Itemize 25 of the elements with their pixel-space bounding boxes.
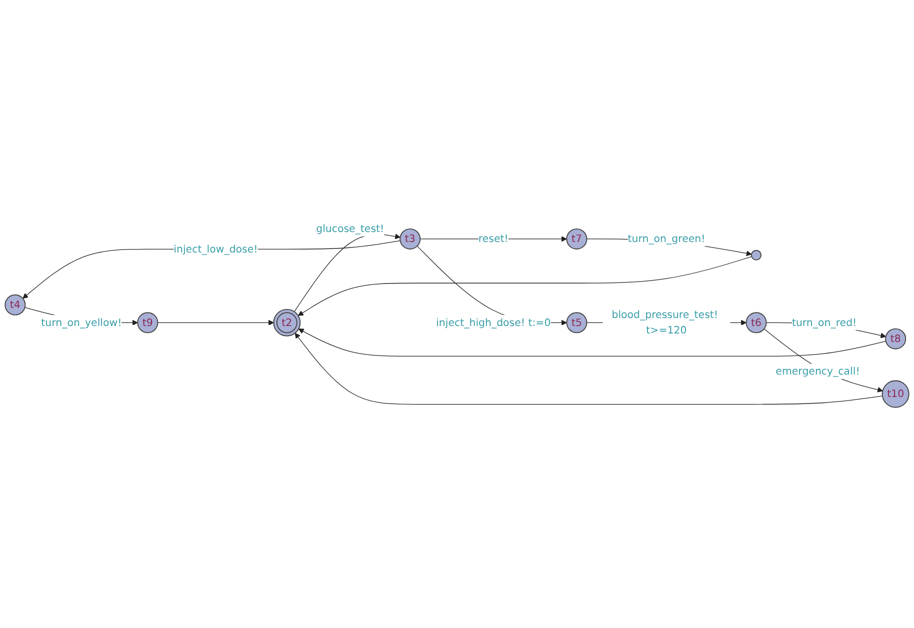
arrow	[22, 240, 401, 298]
arrow	[298, 328, 886, 356]
node-circle: t9	[137, 312, 158, 333]
edge-label: turn_on_red!	[792, 316, 857, 328]
edge-label: turn_on_yellow!	[41, 316, 122, 328]
node-circle	[750, 250, 762, 260]
node-circle: t6	[746, 312, 767, 333]
node-circle: t8	[885, 328, 906, 350]
arrow	[298, 256, 752, 316]
edge-label: glucose_test!	[316, 222, 384, 234]
node-circle: t4	[4, 294, 26, 316]
node-circle: t10	[882, 380, 910, 408]
arrow	[294, 332, 883, 404]
edge-label: reset!	[478, 232, 508, 244]
edge-label: inject_low_dose!	[174, 242, 258, 255]
node-circle: t7	[566, 228, 588, 250]
node-circle: t2	[273, 308, 301, 336]
node-circle: t5	[566, 312, 588, 333]
edge-label: turn_on_green!	[628, 232, 706, 244]
edge-label: blood_pressure_test! t>=120	[612, 308, 718, 336]
edge-label: emergency_call!	[776, 364, 860, 377]
node-circle: t3	[400, 228, 421, 250]
arrow	[764, 328, 883, 392]
arrow	[157, 320, 274, 326]
edge-label: inject_high_dose! t:=0	[436, 316, 551, 328]
